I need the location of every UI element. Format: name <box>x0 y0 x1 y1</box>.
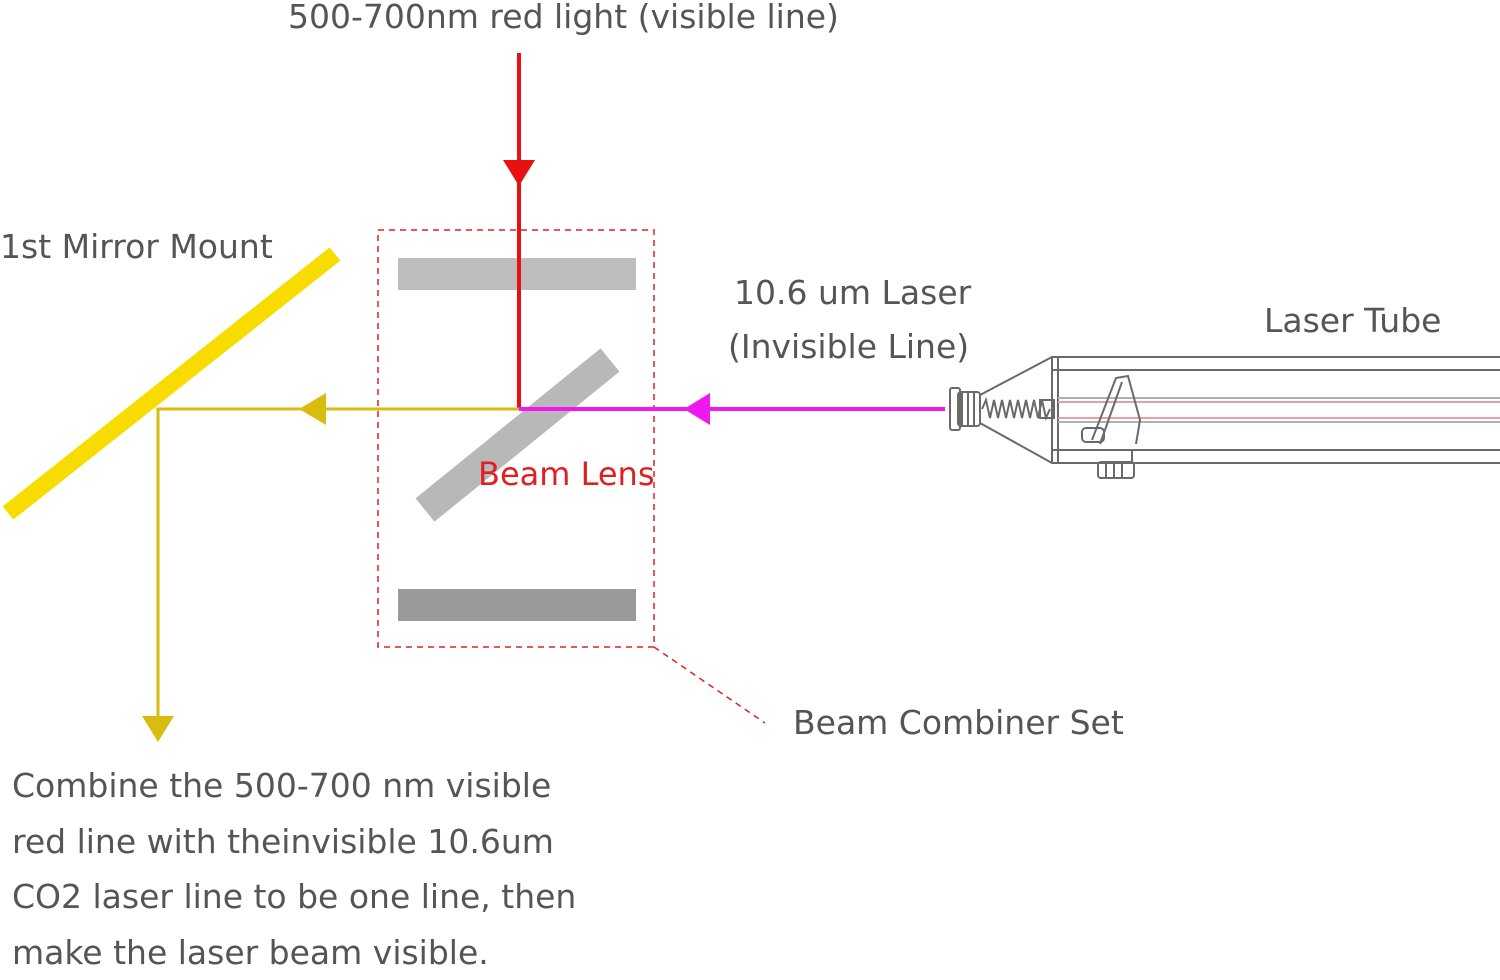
caption-text: Combine the 500-700 nm visible red line … <box>12 758 576 980</box>
caption-line: make the laser beam visible. <box>12 925 576 980</box>
invisible-line-label: (Invisible Line) <box>728 328 969 366</box>
beam-lens-label: Beam Lens <box>478 456 655 493</box>
combined-beam-arrowhead-down <box>142 716 174 742</box>
invisible-beam-arrowhead <box>684 393 710 425</box>
caption-line: red line with theinvisible 10.6um <box>12 814 576 870</box>
caption-line: Combine the 500-700 nm visible <box>12 758 576 814</box>
red-light-label: 500-700nm red light (visible line) <box>288 0 839 36</box>
beam-combiner-label: Beam Combiner Set <box>793 704 1124 742</box>
mirror-mount-label: 1st Mirror Mount <box>0 228 273 266</box>
combined-beam-arrowhead-left <box>299 393 326 425</box>
combiner-bottom-plate <box>398 589 636 621</box>
laser-wavelength-label: 10.6 um Laser <box>734 274 971 312</box>
red-beam-arrowhead <box>503 160 535 186</box>
caption-line: CO2 laser line to be one line, then <box>12 869 576 925</box>
laser-tube-icon <box>950 357 1500 478</box>
beam-combiner-leader-line <box>654 647 765 723</box>
combined-beam <box>158 409 519 720</box>
first-mirror-mount <box>8 254 335 513</box>
laser-tube-label: Laser Tube <box>1264 302 1441 340</box>
